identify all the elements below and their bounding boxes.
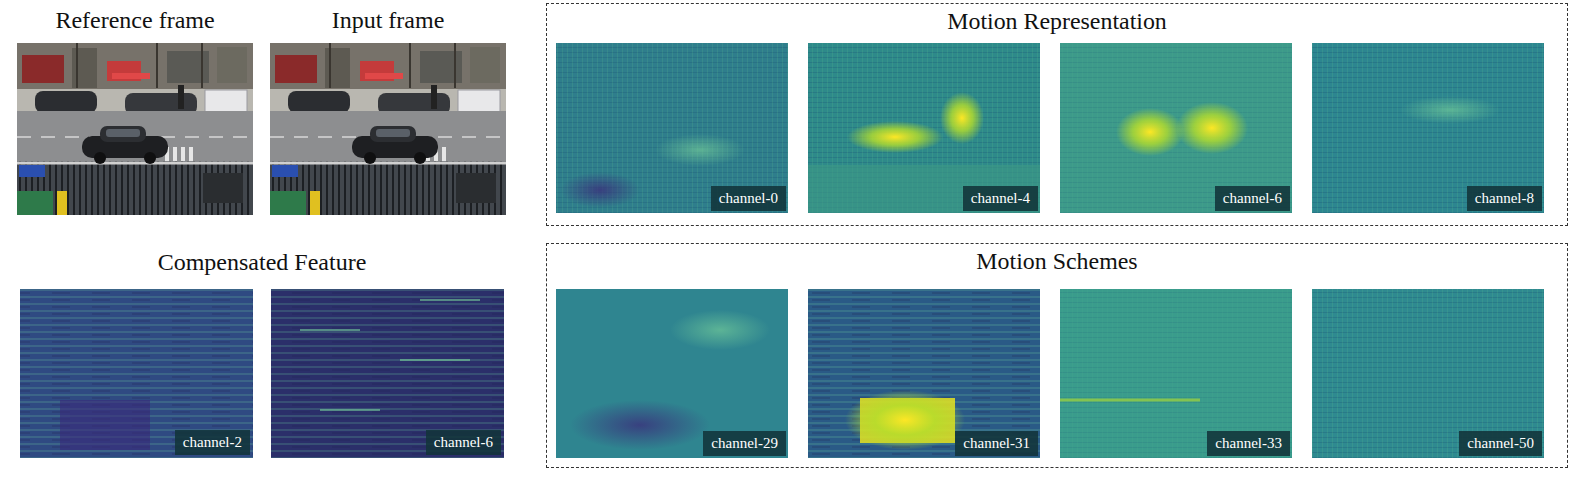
feature-map (1312, 289, 1544, 458)
art-part (670, 310, 770, 350)
feature-panel: channel-8 (1313, 44, 1545, 214)
art-part (1060, 289, 1292, 458)
panel-title: Reference frame (55, 7, 214, 34)
art-part (940, 92, 984, 144)
art-part (556, 43, 788, 213)
art-part (271, 289, 504, 458)
art-part (20, 289, 253, 458)
art-part (271, 289, 504, 458)
feature-map (556, 43, 788, 213)
art-part (655, 134, 745, 166)
art-part (17, 43, 253, 215)
feature-panel: channel-29 (557, 290, 789, 459)
input-photo (270, 43, 506, 215)
feature-panel: channel-33 (1061, 290, 1293, 459)
art-part (570, 400, 710, 450)
art-part (270, 43, 506, 215)
feature-map (1060, 289, 1292, 458)
art-part (1176, 102, 1248, 154)
art-part (1312, 43, 1544, 213)
art-part (300, 300, 480, 410)
art-part (1400, 96, 1500, 124)
art-part (560, 172, 640, 208)
channel-tag: channel-50 (1459, 431, 1542, 456)
art-part (847, 121, 943, 153)
channel-tag: channel-6 (426, 430, 501, 455)
feature-panel: channel-4 (809, 44, 1041, 214)
photo-panel: Input frame (270, 43, 506, 215)
panel-title: Motion Representation (547, 8, 1567, 35)
panel-title: Input frame (332, 7, 445, 34)
photo-panel: Reference frame (17, 43, 253, 215)
feature-panel: channel-50 (1313, 290, 1545, 459)
section-title: Compensated Feature (158, 249, 367, 276)
art-part (1060, 43, 1292, 213)
feature-map (808, 43, 1040, 213)
feature-panel: channel-6 (271, 289, 504, 458)
art-part (808, 43, 1040, 213)
art-part (352, 126, 438, 164)
channel-tag: channel-33 (1207, 431, 1290, 456)
art-part (20, 289, 253, 458)
channel-tag: channel-6 (1215, 186, 1290, 211)
feature-panel: channel-2 (20, 289, 253, 458)
feature-panel: channel-6 (1061, 44, 1293, 214)
art-part (1312, 43, 1544, 213)
feature-map (1060, 43, 1292, 213)
art-part (1060, 289, 1292, 458)
channel-tag: channel-2 (175, 430, 250, 455)
art-part (1312, 289, 1544, 458)
art-part (1312, 289, 1544, 458)
art-part (1116, 108, 1184, 156)
channel-tag: channel-8 (1467, 186, 1542, 211)
panel-title: Motion Schemes (547, 248, 1567, 275)
feature-map (271, 289, 504, 458)
channel-tag: channel-0 (711, 186, 786, 211)
art-part (808, 289, 1040, 458)
channel-tag: channel-29 (703, 431, 786, 456)
channel-tag: channel-31 (955, 431, 1038, 456)
feature-map (1312, 43, 1544, 213)
feature-panel: channel-0 (557, 44, 789, 214)
art-part (845, 390, 965, 450)
art-part (82, 126, 168, 164)
art-part (808, 43, 1040, 213)
reference-photo (17, 43, 253, 215)
dashed-group: Motion Schemes channel-29 channel-31 channe… (546, 243, 1568, 468)
art-part (556, 289, 788, 458)
art-part (60, 400, 150, 450)
feature-map (20, 289, 253, 458)
art-part (808, 165, 1040, 213)
art-part (1060, 43, 1292, 213)
feature-panel: channel-31 (809, 290, 1041, 459)
feature-map (556, 289, 788, 458)
dashed-group: Motion Representation channel-0 channel-4 c… (546, 3, 1568, 226)
art-part (556, 43, 788, 213)
art-part (1060, 399, 1200, 402)
feature-map (808, 289, 1040, 458)
channel-tag: channel-4 (963, 186, 1038, 211)
art-part (808, 289, 1040, 458)
